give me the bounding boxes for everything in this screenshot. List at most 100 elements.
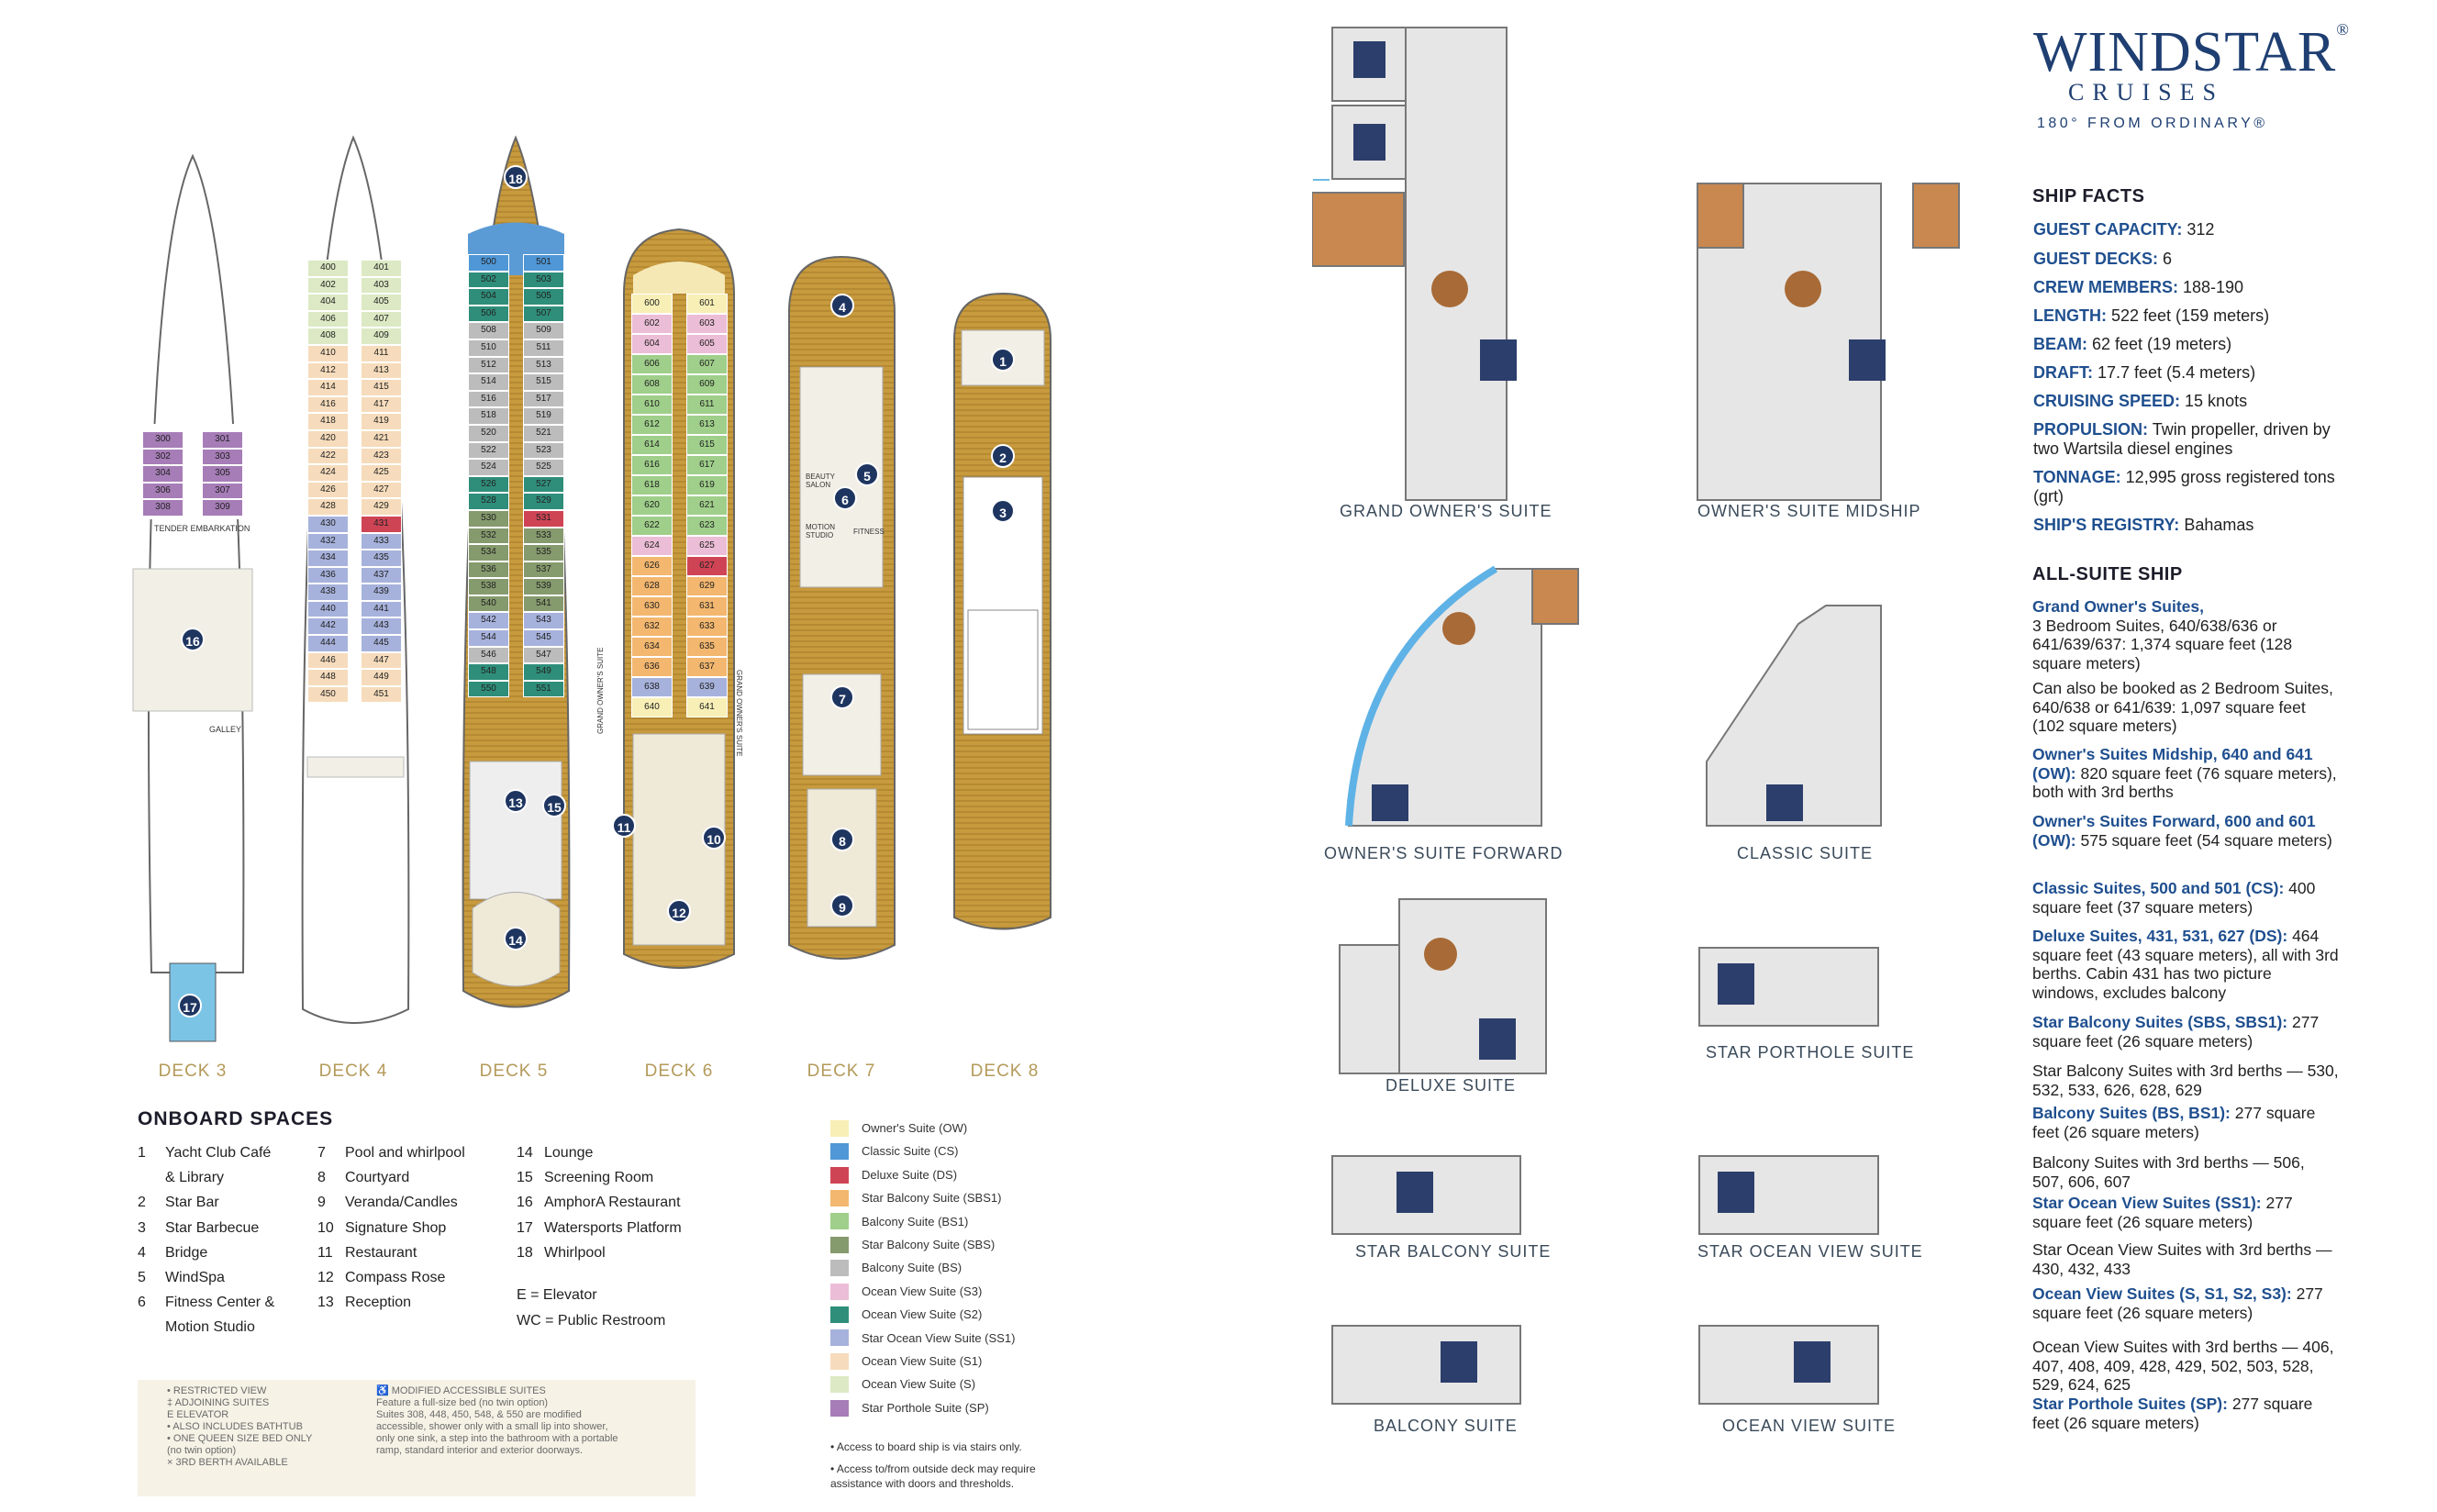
cabin-443: 443	[361, 617, 402, 636]
suite-info-body: Ocean View Suites with 3rd berths — 406,…	[2032, 1338, 2334, 1394]
cabin-512: 512	[468, 356, 509, 374]
cabin-615: 615	[686, 435, 728, 455]
ship-fact-key: LENGTH:	[2033, 306, 2107, 325]
ship-fact-key: TONNAGE:	[2033, 468, 2121, 486]
cabin-449: 449	[361, 669, 402, 686]
cabin-431: 431	[361, 515, 402, 533]
onboard-space-number	[138, 1315, 165, 1340]
ship-fact-value: Bahamas	[2179, 516, 2254, 534]
cabin-402: 402	[307, 276, 349, 295]
balcony-suite-label: BALCONY SUITE	[1374, 1417, 1518, 1435]
onboard-space-number	[138, 1165, 165, 1190]
key-line: • ONE QUEEN SIZE BED ONLY	[167, 1433, 313, 1444]
cabin-629: 629	[686, 576, 728, 596]
legend-swatch	[830, 1260, 849, 1277]
ship-fact: TONNAGE: 12,995 gross registered tons (g…	[2033, 468, 2336, 506]
suite-info-body: Can also be booked as 2 Bedroom Suites, …	[2032, 679, 2333, 735]
onboard-space-name: Veranda/Candles	[345, 1195, 458, 1211]
key-line: ♿ MODIFIED ACCESSIBLE SUITES	[376, 1385, 546, 1396]
legend-swatch	[830, 1119, 849, 1137]
suite-info-item: Owner's Suites Forward, 600 and 601 (OW)…	[2032, 812, 2340, 850]
cabin-620: 620	[631, 495, 673, 516]
suite-info-body: Star Balcony Suites with 3rd berths — 53…	[2032, 1062, 2339, 1099]
legend-swatch	[830, 1399, 849, 1417]
legend-label: Ocean View Suite (S3)	[862, 1284, 983, 1298]
windstar-logo: WINDSTAR®	[2033, 20, 2350, 85]
brand-name: WINDSTAR	[2033, 21, 2337, 83]
cabin-434: 434	[307, 550, 349, 567]
cabin-606: 606	[631, 354, 673, 374]
cabin-301: 301	[202, 431, 243, 449]
ship-fact-key: DRAFT:	[2033, 363, 2093, 382]
deck-marker-4: 4	[830, 294, 854, 317]
cabin-429: 429	[361, 498, 402, 516]
suite-info-heading: Balcony Suites (BS, BS1):	[2032, 1104, 2231, 1122]
cabin-609: 609	[686, 374, 728, 395]
legend-swatch	[830, 1166, 849, 1184]
suite-info-item: Deluxe Suites, 431, 531, 627 (DS): 464 s…	[2032, 927, 2340, 1002]
deck-marker-7: 7	[830, 685, 854, 709]
suite-info-body: 277 square feet (26 square meters)	[2032, 1104, 2316, 1141]
cabin-504: 504	[468, 288, 509, 306]
suite-info-body: 277 square feet (26 square meters)	[2032, 1284, 2323, 1322]
cabin-626: 626	[631, 556, 673, 576]
legend-swatch	[830, 1189, 849, 1206]
cabin-441: 441	[361, 600, 402, 618]
onboard-space-number: 5	[138, 1270, 146, 1286]
ship-fact-value: 12,995 gross registered tons (grt)	[2033, 468, 2335, 506]
cabin-634: 634	[631, 637, 673, 657]
cabin-400: 400	[307, 260, 349, 277]
cabin-450: 450	[307, 685, 349, 704]
cabin-415: 415	[361, 379, 402, 396]
cabin-608: 608	[631, 374, 673, 395]
legend-note-2: • Access to/from outside deck may requir…	[830, 1462, 1036, 1475]
cabin-536: 536	[468, 561, 509, 579]
restroom-key: WC = Public Restroom	[517, 1313, 666, 1329]
legend-item: Ocean View Suite (S3)	[830, 1280, 1015, 1303]
cabin-639: 639	[686, 677, 728, 697]
brand-sub: CRUISES	[2068, 79, 2224, 106]
suite-info-heading: Star Ocean View Suites (SS1):	[2032, 1194, 2262, 1212]
cabin-438: 438	[307, 584, 349, 601]
deck-marker-9: 9	[830, 894, 854, 917]
cabin-309: 309	[202, 499, 243, 517]
ship-fact-value: 17.7 feet (5.4 meters)	[2093, 363, 2256, 382]
cabin-631: 631	[686, 596, 728, 617]
legend-item: Classic Suite (CS)	[830, 1140, 1015, 1162]
legend-label: Ocean View Suite (S)	[862, 1377, 976, 1392]
brand-registered-mark: ®	[2336, 20, 2350, 39]
cabin-502: 502	[468, 271, 509, 289]
motion-studio-label: MOTION STUDIO	[806, 523, 835, 539]
cabin-515: 515	[523, 373, 564, 391]
tender-embarkation-label: TENDER EMBARKATION	[154, 524, 250, 533]
cabin-607: 607	[686, 354, 728, 374]
onboard-space-number: 9	[317, 1195, 326, 1211]
onboard-space-number: 10	[317, 1219, 334, 1236]
star-porthole-suite-label: STAR PORTHOLE SUITE	[1706, 1043, 1915, 1062]
legend-swatch	[830, 1376, 849, 1394]
cabin-627: 627	[686, 556, 728, 576]
deck-marker-12: 12	[667, 899, 691, 923]
cabin-619: 619	[686, 475, 728, 495]
cabin-525: 525	[523, 459, 564, 476]
legend-item: Ocean View Suite (S1)	[830, 1350, 1015, 1373]
cabin-603: 603	[686, 314, 728, 334]
legend-note-3: assistance with doors and thresholds.	[830, 1477, 1015, 1490]
cabin-306: 306	[142, 482, 184, 500]
legend-item: Ocean View Suite (S)	[830, 1373, 1015, 1395]
cabin-518: 518	[468, 407, 509, 425]
classic-suite-plan	[1706, 605, 1882, 827]
legend-swatch	[830, 1213, 849, 1230]
cabin-303: 303	[202, 448, 243, 466]
cabin-511: 511	[523, 339, 564, 357]
suite-info-body: 3 Bedroom Suites, 640/638/636 or 641/639…	[2032, 616, 2293, 673]
